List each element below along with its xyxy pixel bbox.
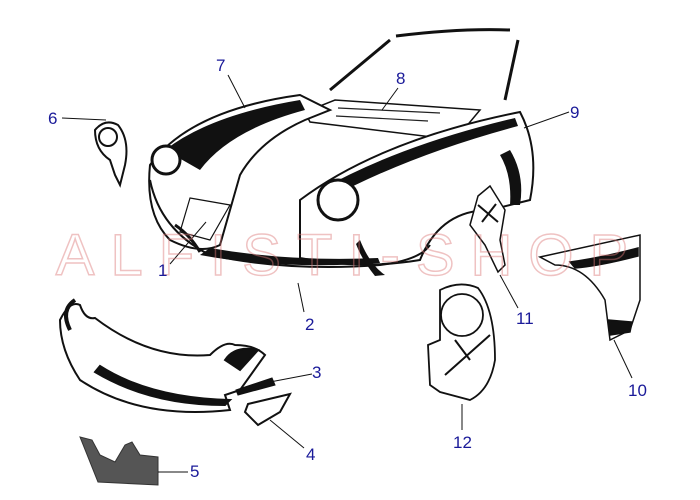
part-5-support-panel [79, 436, 159, 486]
leader-lines [61, 74, 633, 473]
body-shading [165, 100, 522, 276]
part-1-grille [174, 197, 231, 253]
headlight-openings [150, 144, 360, 222]
part-12-inner-panel [427, 283, 496, 401]
callout-12: 12 [453, 433, 472, 452]
part-11-bracket [469, 184, 506, 274]
callout-9: 9 [570, 103, 580, 122]
part-4-corner-piece [243, 392, 292, 427]
watermark: ALFISTI-SHOP [55, 222, 645, 289]
callout-11: 11 [516, 309, 534, 328]
part-6-headlight-ring [93, 121, 128, 188]
callout-10: 10 [628, 381, 647, 400]
callout-6: 6 [48, 109, 58, 128]
callout-5: 5 [190, 462, 200, 481]
callout-8: 8 [396, 69, 406, 88]
part-10-wing-section [537, 234, 641, 342]
part-2-lower-apron-detail [58, 298, 267, 413]
part-3-corner-trim [235, 377, 276, 396]
callout-3: 3 [312, 363, 322, 382]
callout-1: 1 [158, 261, 168, 280]
callout-7: 7 [216, 56, 226, 75]
windshield-frame [329, 28, 520, 101]
callout-2: 2 [305, 315, 315, 334]
callout-4: 4 [306, 445, 316, 464]
